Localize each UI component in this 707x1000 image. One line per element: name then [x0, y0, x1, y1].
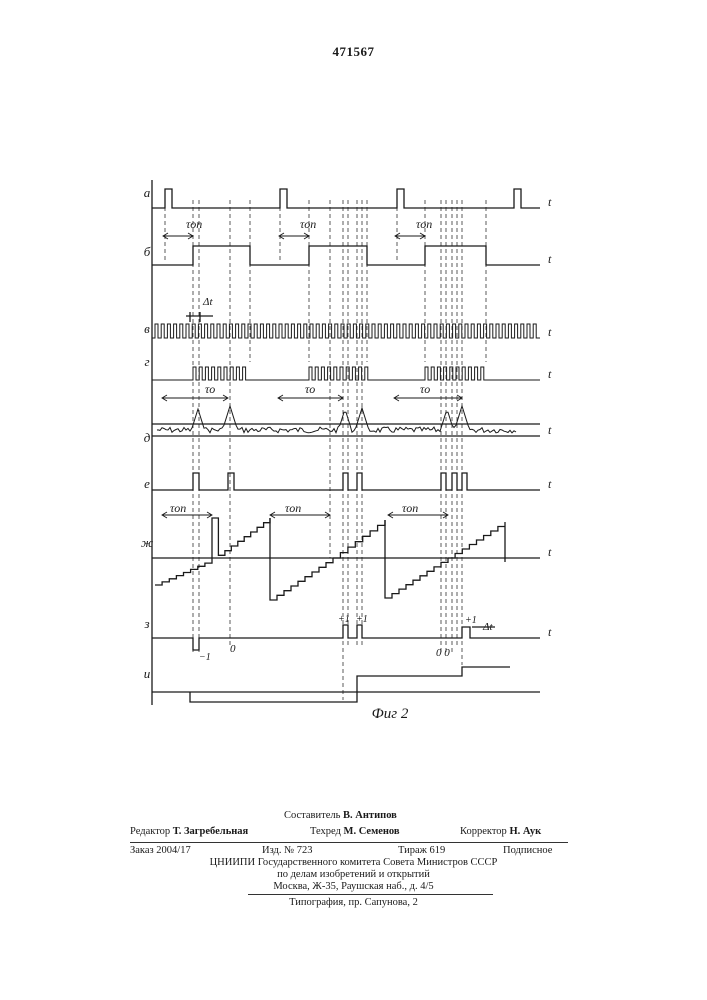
- axis-t-0: t: [548, 195, 552, 209]
- arrow-tau-op-1: [163, 233, 193, 239]
- label-tau-op-4: τоп: [170, 501, 186, 515]
- label-delta-t-1: Δt: [202, 296, 213, 308]
- imprint-editor: Редактор Т. Загребельная: [130, 826, 248, 837]
- axis-t-2: t: [548, 325, 552, 339]
- label-zero: 0: [230, 643, 236, 655]
- imprint-org-line3: Москва, Ж-35, Раушская наб., д. 4/5: [0, 881, 707, 892]
- label-tau-op-2: τоп: [300, 217, 316, 231]
- imprint-printer: Типография, пр. Сапунова, 2: [0, 897, 707, 908]
- imprint-order: Заказ 2004/17: [130, 845, 191, 856]
- axis-t-7: t: [548, 625, 552, 639]
- row-label-0: а: [144, 185, 151, 200]
- axis-t-1: t: [548, 252, 552, 266]
- label-tau-o-1: τо: [205, 382, 215, 396]
- trace-a-pulses: [152, 189, 540, 208]
- separator-rule: [130, 842, 568, 843]
- trace-zh-ramp-2: [212, 518, 270, 560]
- label-plus-one-2: +1: [356, 614, 368, 625]
- label-delta-t-2: Δt: [482, 621, 493, 633]
- trace-zh-ramp-4: [333, 520, 385, 558]
- trace-zh-ramp-5: [385, 520, 448, 598]
- trace-b-gates: [152, 246, 540, 265]
- compiler-label: Составитель: [284, 810, 340, 821]
- imprint-compiler: Составитель В. Антипов: [284, 810, 397, 821]
- row-label-2: в: [144, 321, 150, 336]
- trace-zh-ramp-1: [155, 560, 212, 585]
- label-tau-op-1: τоп: [186, 217, 202, 231]
- editor-name: Т. Загребельная: [173, 826, 248, 837]
- trace-e-pulses: [152, 473, 540, 490]
- imprint-org-line1: ЦНИИПИ Государственного комитета Совета …: [0, 857, 707, 868]
- axis-t-6: t: [548, 545, 552, 559]
- corrector-label: Корректор: [460, 826, 507, 837]
- row-label-6: ж: [141, 535, 153, 550]
- label-plus-one-1: +1: [338, 614, 350, 625]
- techred-name: М. Семенов: [344, 826, 400, 837]
- techred-label: Техред: [310, 826, 341, 837]
- compiler-name: В. Антипов: [343, 810, 397, 821]
- label-zero-zero: 0 0: [436, 647, 450, 659]
- row-label-5: е: [144, 476, 150, 491]
- timing-diagram: аtбtвtгtдtеtжtзtиτопτопτопΔtτоτоτоτопτоп…: [0, 0, 707, 740]
- label-tau-op-5: τоп: [285, 501, 301, 515]
- row-label-7: з: [143, 616, 149, 631]
- row-label-3: г: [144, 354, 149, 369]
- imprint-edition: Изд. № 723: [262, 845, 313, 856]
- trace-g-gated-clock: [152, 367, 540, 380]
- figure-caption: Фиг 2: [372, 706, 409, 722]
- axis-t-4: t: [548, 423, 552, 437]
- arrow-tau-op-3: [395, 233, 425, 239]
- trace-z-pulses: [152, 625, 540, 650]
- trace-zh-ramp-3: [270, 518, 333, 600]
- imprint-techred: Техред М. Семенов: [310, 826, 400, 837]
- row-label-1: б: [144, 244, 151, 259]
- delta-t-marker-v: [186, 312, 213, 322]
- imprint-org-line2: по делам изобретений и открытий: [0, 869, 707, 880]
- arrow-tau-op-2: [279, 233, 309, 239]
- arrow-tau-o-1: [162, 395, 228, 401]
- separator-rule-2: [248, 894, 493, 895]
- label-tau-op-3: τоп: [416, 217, 432, 231]
- trace-zh-ramp-6: [448, 522, 505, 562]
- label-tau-o-3: τо: [420, 382, 430, 396]
- imprint-circulation: Тираж 619: [398, 845, 445, 856]
- label-tau-op-6: τоп: [402, 501, 418, 515]
- axis-t-5: t: [548, 477, 552, 491]
- trace-i-level: [190, 667, 510, 702]
- label-minus-one: −1: [199, 652, 211, 663]
- label-tau-o-2: τо: [305, 382, 315, 396]
- imprint-corrector: Корректор Н. Аук: [460, 826, 541, 837]
- label-plus-one-3: +1: [465, 615, 477, 626]
- imprint-subscription: Подписное: [503, 845, 552, 856]
- corrector-name: Н. Аук: [509, 826, 541, 837]
- editor-label: Редактор: [130, 826, 170, 837]
- trace-v-clock: [152, 324, 540, 338]
- row-label-8: и: [144, 666, 151, 681]
- row-label-4: д: [144, 430, 151, 445]
- axis-t-3: t: [548, 367, 552, 381]
